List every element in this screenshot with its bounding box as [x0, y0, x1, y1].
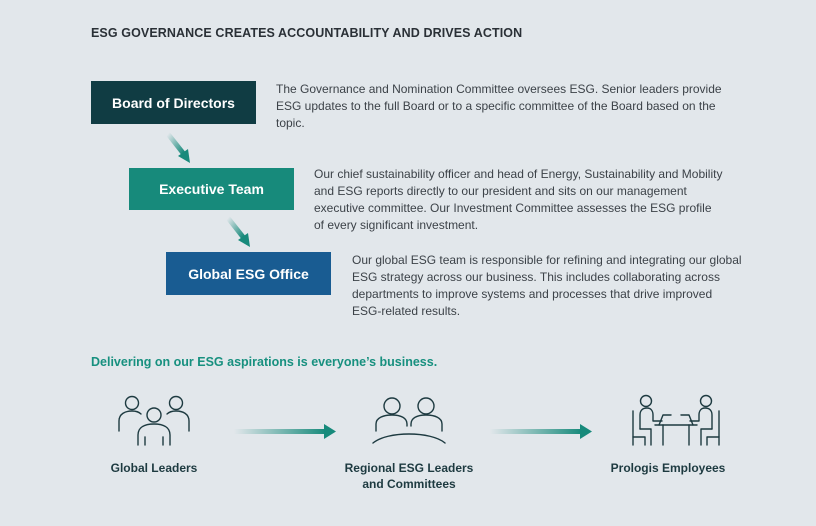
two-people-at-table-icon: [372, 397, 446, 444]
down-right-arrow-icon: [226, 216, 250, 247]
global-esg-office-label: Global ESG Office: [188, 265, 309, 282]
executive-team-box: Executive Team: [129, 168, 294, 210]
page-title: ESG GOVERNANCE CREATES ACCOUNTABILITY AN…: [91, 26, 523, 40]
three-people-icon: [118, 395, 190, 446]
board-of-directors-box: Board of Directors: [91, 81, 256, 124]
board-of-directors-description: The Governance and Nomination Committee …: [276, 82, 722, 130]
down-right-arrow-icon: [166, 132, 190, 163]
right-arrow-icon: [490, 424, 592, 439]
prologis-employees-label: Prologis Employees: [610, 461, 726, 475]
global-leaders-label: Global Leaders: [110, 461, 198, 475]
global-esg-office-description: Our global ESG team is responsible for r…: [352, 253, 742, 318]
right-arrow-icon: [234, 424, 336, 439]
executive-team-description: Our chief sustainability officer and hea…: [314, 167, 723, 232]
global-esg-office-box: Global ESG Office: [166, 252, 331, 295]
regional-esg-leaders-label-line1: Regional ESG Leaders: [344, 461, 474, 475]
board-of-directors-label: Board of Directors: [112, 94, 235, 111]
tagline: Delivering on our ESG aspirations is eve…: [91, 355, 438, 369]
regional-esg-leaders-label: Regional ESG Leaders and Committees: [329, 460, 489, 492]
executive-team-label: Executive Team: [159, 181, 264, 197]
people-at-desk-icon: [632, 394, 720, 446]
regional-esg-leaders-label-line2: and Committees: [362, 477, 456, 491]
